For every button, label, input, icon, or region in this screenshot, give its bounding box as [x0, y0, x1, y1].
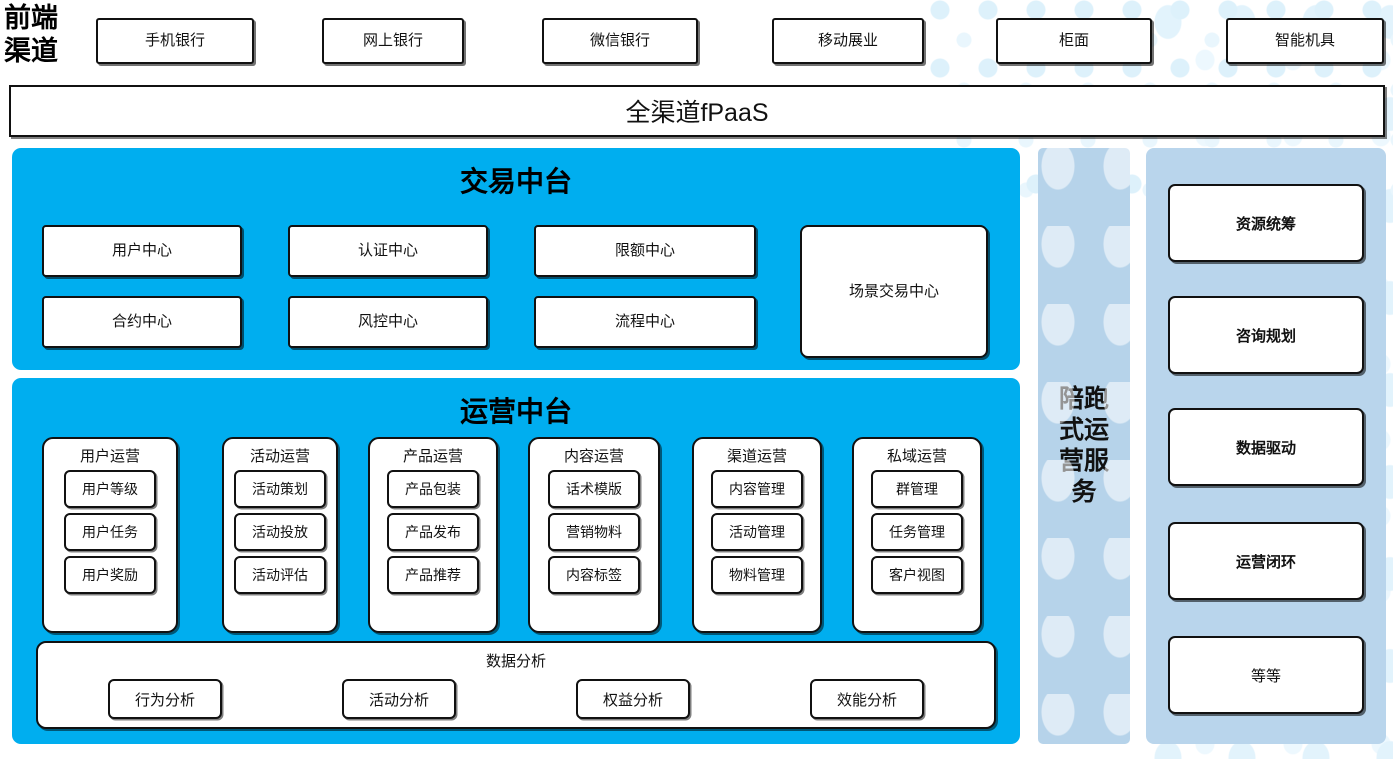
ops-group-title: 活动运营 [249, 448, 310, 465]
ops-group-title: 内容运营 [563, 448, 624, 465]
node-contract-center[interactable]: 合约中心 [42, 296, 242, 348]
node-scene-trade-center[interactable]: 场景交易中心 [800, 225, 988, 358]
node-risk-center[interactable]: 风控中心 [288, 296, 488, 348]
ops-item[interactable]: 用户奖励 [64, 556, 156, 594]
channel-mobile-biz[interactable]: 移动展业 [772, 18, 924, 64]
omnichannel-fpaas-bar[interactable]: 全渠道fPaaS [9, 85, 1385, 137]
ops-item[interactable]: 产品包装 [387, 470, 479, 508]
node-limit-center[interactable]: 限额中心 [534, 225, 756, 277]
front-channel-label-line2: 渠道 [4, 36, 58, 66]
accompanying-ops-service-label: 陪跑式运营服务 [1058, 385, 1109, 506]
ops-item[interactable]: 内容管理 [711, 470, 803, 508]
data-analysis-card[interactable]: 数据分析 行为分析 活动分析 权益分析 效能分析 [36, 641, 996, 729]
ops-group-private-domain-ops[interactable]: 私域运营 群管理 任务管理 客户视图 [852, 437, 982, 633]
channel-wechat-bank[interactable]: 微信银行 [542, 18, 698, 64]
ops-item[interactable]: 活动策划 [234, 470, 326, 508]
analysis-item-activity[interactable]: 活动分析 [342, 679, 456, 719]
ops-group-title: 产品运营 [402, 448, 463, 465]
capability-resource-coordination[interactable]: 资源统筹 [1168, 184, 1364, 262]
ops-item[interactable]: 产品发布 [387, 513, 479, 551]
front-channel-label-line1: 前端 [4, 3, 58, 33]
ops-item[interactable]: 用户等级 [64, 470, 156, 508]
channel-counter[interactable]: 柜面 [996, 18, 1152, 64]
node-auth-center[interactable]: 认证中心 [288, 225, 488, 277]
channel-mobile-bank[interactable]: 手机银行 [96, 18, 254, 64]
capability-ops-closed-loop[interactable]: 运营闭环 [1168, 522, 1364, 600]
ops-group-content-ops[interactable]: 内容运营 话术模版 营销物料 内容标签 [528, 437, 660, 633]
ops-group-title: 渠道运营 [726, 448, 787, 465]
ops-item[interactable]: 任务管理 [871, 513, 963, 551]
ops-item[interactable]: 产品推荐 [387, 556, 479, 594]
ops-center-title: 运营中台 [459, 396, 572, 427]
data-analysis-title: 数据分析 [485, 653, 546, 670]
capability-etc[interactable]: 等等 [1168, 636, 1364, 714]
ops-item[interactable]: 活动投放 [234, 513, 326, 551]
ops-item[interactable]: 活动管理 [711, 513, 803, 551]
ops-item[interactable]: 用户任务 [64, 513, 156, 551]
capability-consulting-planning[interactable]: 咨询规划 [1168, 296, 1364, 374]
ops-item[interactable]: 营销物料 [548, 513, 640, 551]
ops-item[interactable]: 群管理 [871, 470, 963, 508]
ops-group-activity-ops[interactable]: 活动运营 活动策划 活动投放 活动评估 [222, 437, 338, 633]
ops-item[interactable]: 内容标签 [548, 556, 640, 594]
analysis-item-behavior[interactable]: 行为分析 [108, 679, 222, 719]
ops-group-product-ops[interactable]: 产品运营 产品包装 产品发布 产品推荐 [368, 437, 498, 633]
ops-group-title: 用户运营 [79, 448, 140, 465]
node-user-center[interactable]: 用户中心 [42, 225, 242, 277]
ops-item[interactable]: 话术模版 [548, 470, 640, 508]
ops-group-title: 私域运营 [886, 448, 947, 465]
trade-center-title: 交易中台 [459, 166, 572, 197]
node-process-center[interactable]: 流程中心 [534, 296, 756, 348]
analysis-item-efficiency[interactable]: 效能分析 [810, 679, 924, 719]
ops-item[interactable]: 客户视图 [871, 556, 963, 594]
ops-group-user-ops[interactable]: 用户运营 用户等级 用户任务 用户奖励 [42, 437, 178, 633]
capability-data-driven[interactable]: 数据驱动 [1168, 408, 1364, 486]
channel-smart-machine[interactable]: 智能机具 [1226, 18, 1384, 64]
ops-item[interactable]: 活动评估 [234, 556, 326, 594]
analysis-item-benefit[interactable]: 权益分析 [576, 679, 690, 719]
front-channel-label: 前端 渠道 [4, 2, 84, 72]
accompanying-ops-service-strip[interactable]: 陪跑式运营服务 [1038, 148, 1130, 744]
ops-group-channel-ops[interactable]: 渠道运营 内容管理 活动管理 物料管理 [692, 437, 822, 633]
ops-item[interactable]: 物料管理 [711, 556, 803, 594]
channel-online-bank[interactable]: 网上银行 [322, 18, 464, 64]
